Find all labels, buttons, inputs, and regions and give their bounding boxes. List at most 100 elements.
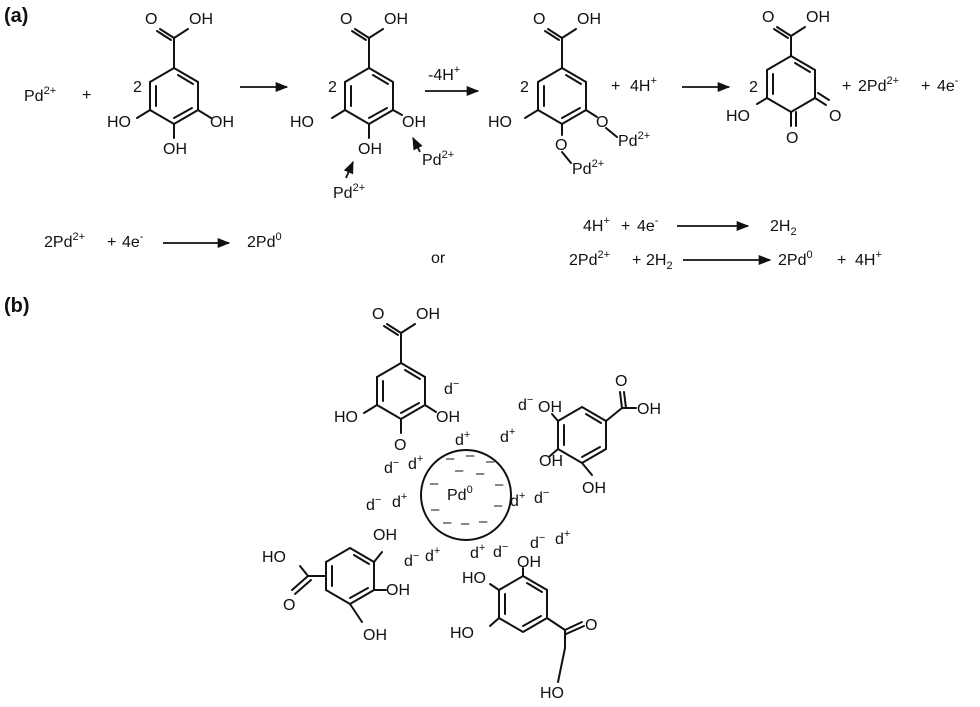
bound-pd2: Pd2+ [572,158,604,178]
plus-sign: + [837,252,846,269]
surface-charge: – [431,501,440,518]
eq-product-pd0: 2Pd0 [247,231,282,251]
partial-positive: d+ [500,426,515,446]
hydroxyl-ho: HO [290,114,314,131]
surface-charge: – [455,462,464,479]
eq-electrons: 4e- [122,231,144,251]
carboxyl-o: O [585,617,597,634]
gallic-acid-molecule: O OH 2 HO OH OH [107,11,234,158]
reactant-pd2: Pd2+ [24,85,56,105]
pd2-ion: Pd2+ [333,182,365,202]
eq-electrons: 4e- [637,215,659,235]
carboxyl-oh: OH [384,11,408,28]
surface-charge: – [466,447,475,464]
carboxyl-ho: HO [262,549,286,566]
adsorbed-gallate-left: HO O OH OH OH [262,527,410,644]
hydroxyl-oh: OH [210,114,234,131]
carboxyl-ho: HO [540,685,564,702]
adsorbed-gallate-right: O OH OH OH OH [538,373,661,497]
electrons: 4e- [937,75,959,95]
eq-product-protons: 4H+ [855,249,882,269]
hydroxyl-ho: HO [107,114,131,131]
carboxyl-oh: OH [806,9,830,26]
carbonyl-o: O [829,108,841,125]
hydroxyl-ho: HO [726,108,750,125]
partial-negative: d− [404,550,419,570]
plus-sign: + [82,87,91,104]
surface-charge: – [430,475,439,492]
product-pd2: 2Pd2+ [858,75,899,95]
position-2-label: 2 [133,79,142,96]
coordination-arrow [343,160,354,179]
carboxyl-oh: OH [416,306,440,323]
surface-charge: – [461,515,470,532]
hydroxyl-oh: OH [517,554,541,571]
panel-label-a: (a) [4,5,28,27]
bound-pd2: Pd2+ [618,130,650,150]
carboxyl-o: O [372,306,384,323]
partial-negative: d− [530,532,545,552]
surface-charge: – [443,514,452,531]
hydroxyl-oh: OH [539,453,563,470]
partial-negative: d− [384,457,399,477]
hydroxyl-oh: OH [358,141,382,158]
carboxyl-oh: OH [189,11,213,28]
partial-negative: d− [534,487,549,507]
partial-positive: d+ [470,542,485,562]
eq-product-h2: 2H2 [770,218,797,238]
eq-product-pd0: 2Pd0 [778,249,813,269]
hydroxyl-ho: HO [450,625,474,642]
protons: 4H+ [630,75,657,95]
partial-positive: d+ [425,545,440,565]
quinone-molecule: O OH 2 HO O O [726,9,841,147]
eq-reactant-pd2: 2Pd2+ [44,231,85,251]
hydroxyl-oh: OH [363,627,387,644]
carboxyl-o: O [340,11,352,28]
gallic-acid-pd-coordination: O OH 2 HO OH OH Pd2+ Pd2+ [290,11,454,202]
partial-negative: d− [366,494,381,514]
surface-charge: – [446,450,455,467]
pd2-ion: Pd2+ [422,149,454,169]
position-2-label: 2 [328,79,337,96]
eq-protons: 4H+ [583,215,610,235]
coordination-arrow [412,136,423,153]
pd0-label: Pd0 [447,484,473,504]
phenoxide-o: O [596,114,608,131]
plus-sign: + [611,78,620,95]
carboxyl-o: O [762,9,774,26]
carboxyl-oh: OH [577,11,601,28]
position-2-label: 2 [520,79,529,96]
surface-charge: – [495,476,504,493]
partial-positive: d+ [455,429,470,449]
gallate-pd-complex: O OH 2 HO O O Pd2+ Pd2+ [488,11,650,178]
adsorbed-gallate-top: O OH HO OH O [334,306,460,454]
partial-negative: d− [493,541,508,561]
surface-charge: – [476,465,485,482]
hydroxyl-oh: OH [582,480,606,497]
carboxyl-o: O [145,11,157,28]
hydroxyl-oh: OH [373,527,397,544]
plus-sign: + [107,234,116,251]
partial-negative: d− [518,394,533,414]
partial-charges: d− d− d+ d+ d− d+ d− d+ d+ d− d− d+ d+ d… [366,378,570,570]
position-2-label: 2 [749,79,758,96]
eq-reactant-pd2: 2Pd2+ [569,249,610,269]
plus-sign: + [921,78,930,95]
reduction-equation-direct: 2Pd2+ + 4e- 2Pd0 [44,231,282,251]
deprotonation-label: -4H+ [428,64,460,84]
adsorbed-gallate-bottom: OH HO HO O HO [450,554,597,702]
plus-sign: + [632,252,641,269]
partial-positive: d+ [510,490,525,510]
eq-h2: 2H2 [646,252,673,272]
hydroxyl-oh: OH [163,141,187,158]
carbonyl-o: O [786,130,798,147]
carboxyl-o: O [283,597,295,614]
partial-positive: d+ [555,528,570,548]
surface-charge: – [479,513,488,530]
phenoxide-o: O [394,437,406,454]
hydroxyl-oh: OH [402,114,426,131]
partial-positive: d+ [392,491,407,511]
hydroxyl-oh: OH [386,582,410,599]
panel-label-b: (b) [4,295,30,317]
